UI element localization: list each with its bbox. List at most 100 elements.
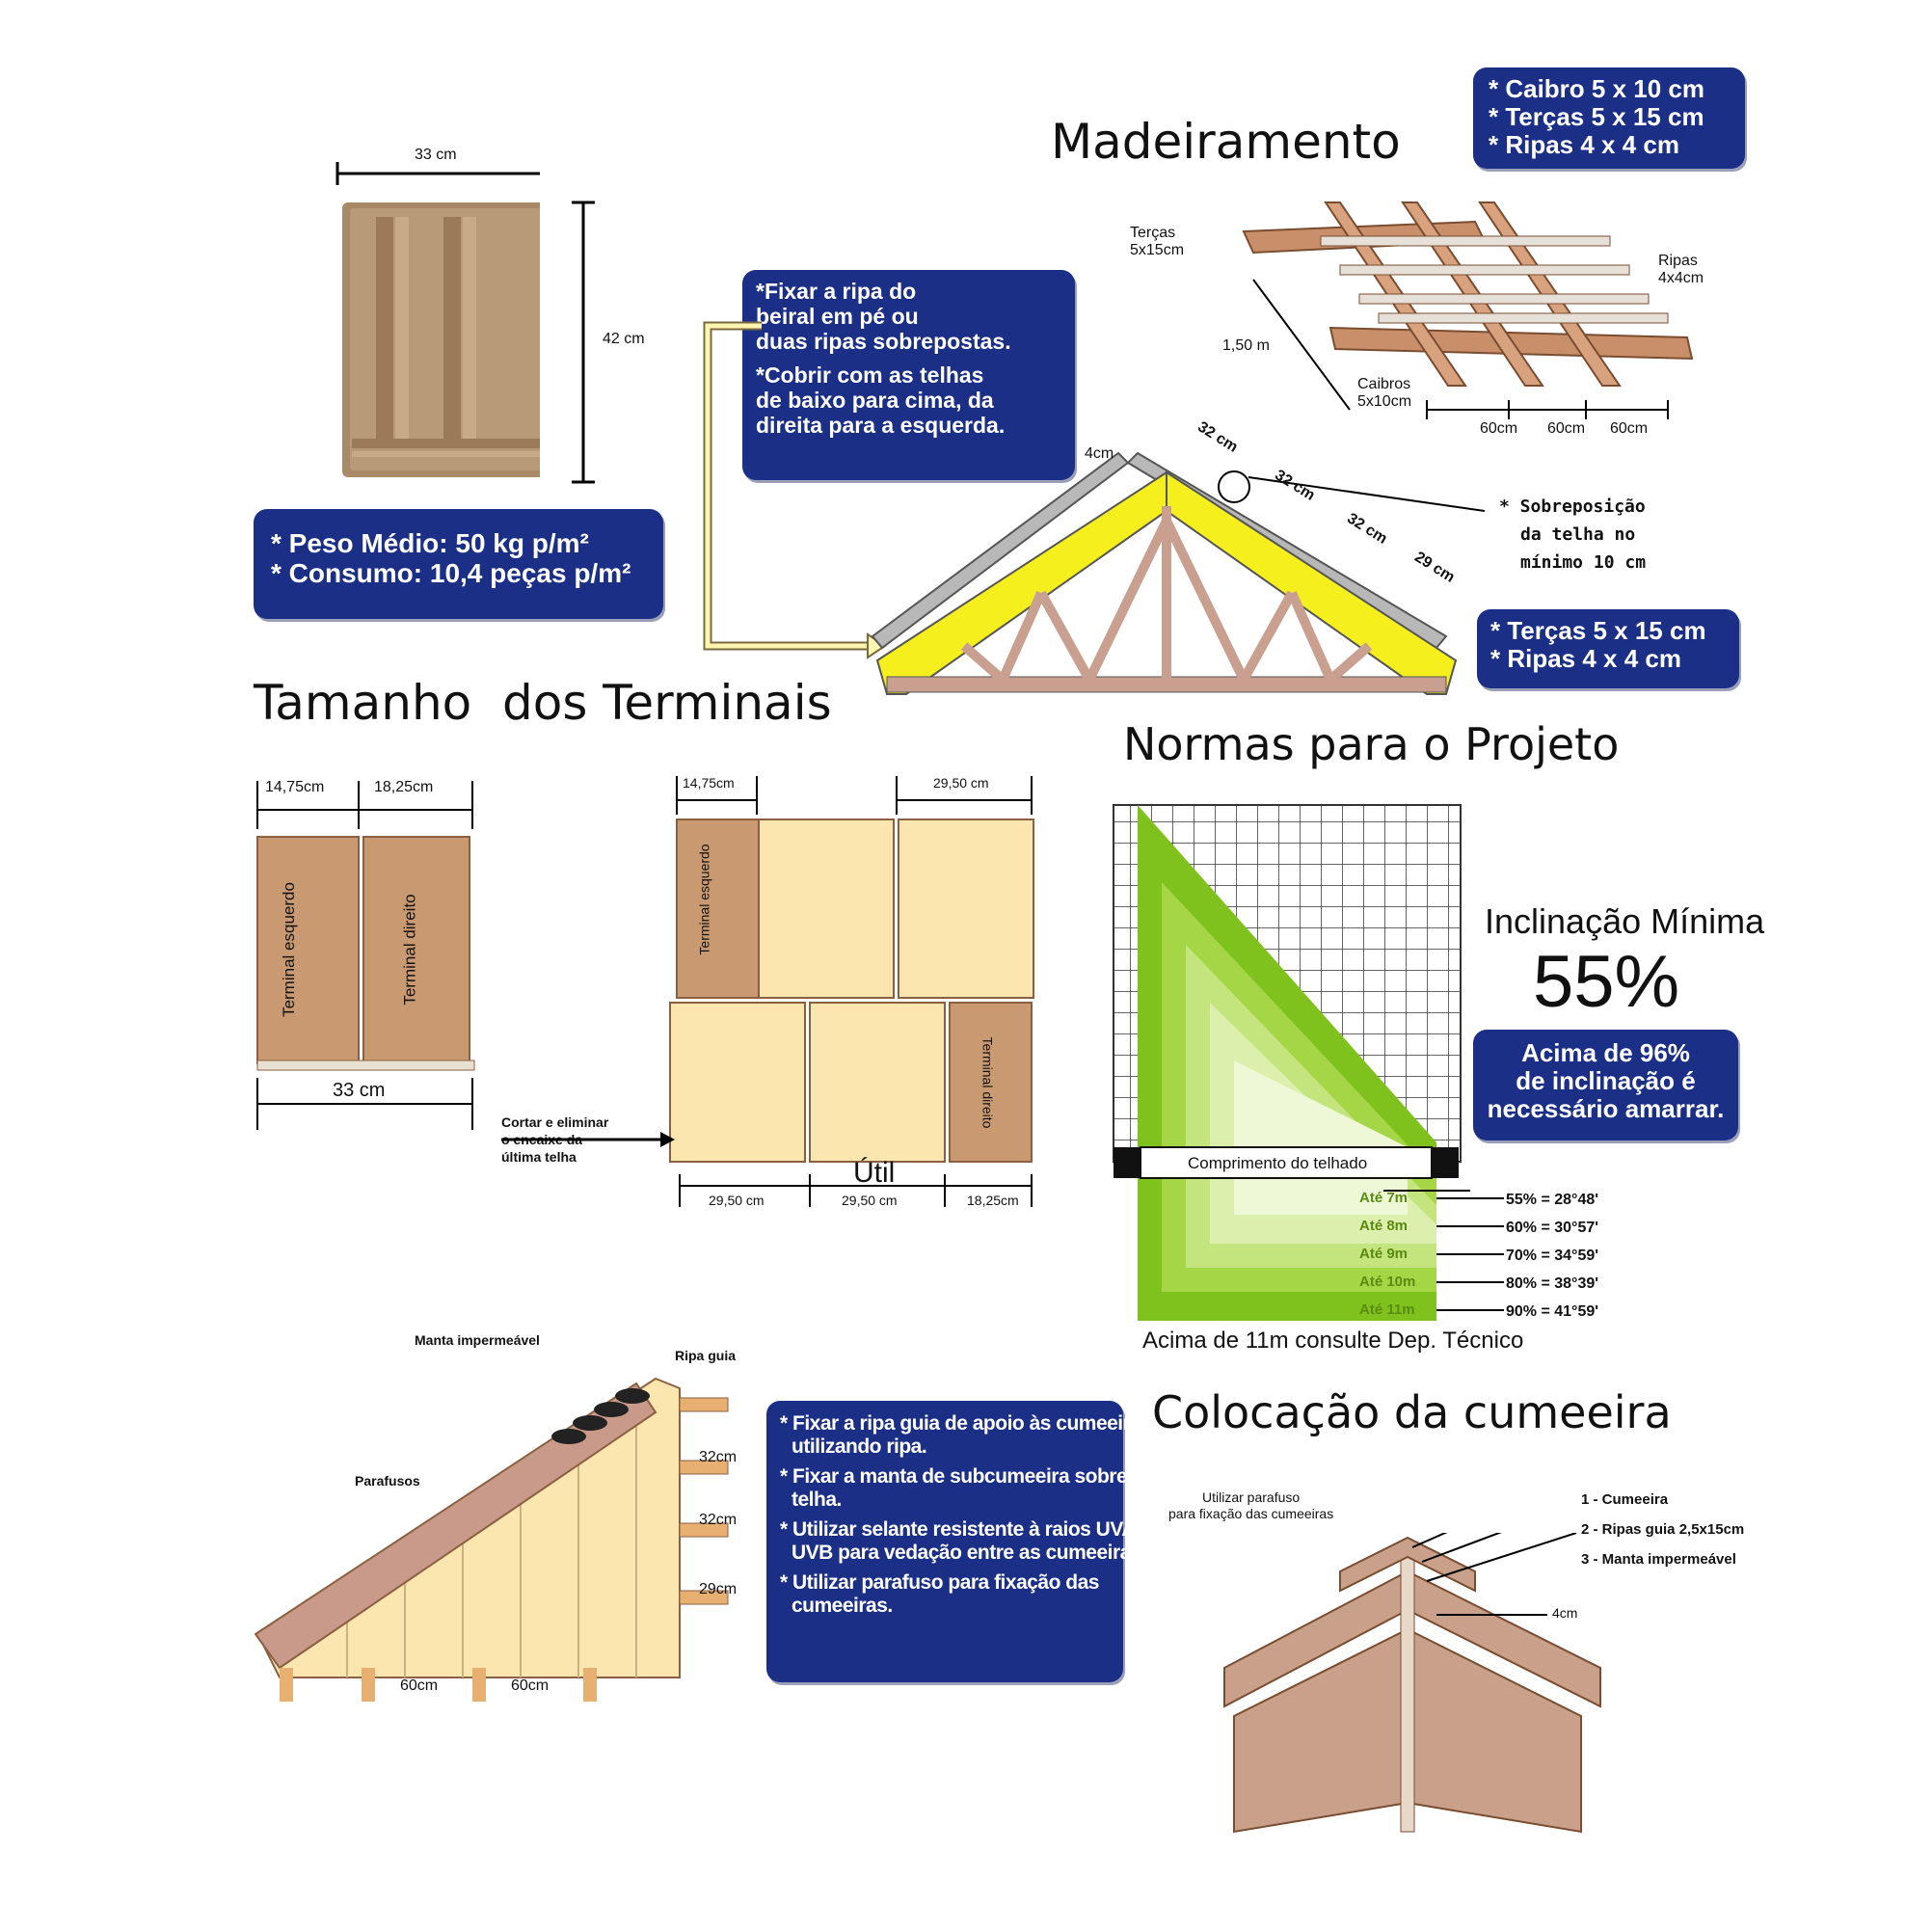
madeiramento-spec-box: * Caibro 5 x 10 cm * Terças 5 x 15 cm * … [1473,67,1745,169]
tile-specs-line: * Peso Médio: 50 kg p/m² [271,528,589,558]
ridge-screw-note: Utilizar parafuso para fixação das cumee… [1168,1489,1333,1522]
spacing-label: 60cm [1610,420,1649,437]
slope-grid-diagram [1113,804,1470,1321]
layout-dim-top-left: 14,75cm [683,775,735,791]
ridge-screw-note-line: para fixação das cumeeiras [1168,1505,1334,1521]
truss-spec-line: * Terças 5 x 15 cm [1490,616,1706,645]
madeiramento-title: Madeiramento [1051,114,1401,170]
tile-width-label: 33 cm [415,147,457,163]
cumeeira-instruction-line: utilizando ripa. [792,1435,927,1458]
timber-frame-diagram [1242,201,1694,419]
truss-top-dim: 4cm [1085,445,1114,462]
section-bottom-dim: 60cm [511,1677,550,1694]
layout-dim-bottom: 29,50 cm [709,1193,765,1208]
overlap-note-line: mínimo 10 cm [1520,551,1647,573]
caibros-label-line: Caibros [1357,376,1411,392]
slope-limit: Até 8m [1359,1218,1409,1234]
ridge-legend-item: 3 - Manta impermeável [1581,1551,1736,1568]
cumeeira-instruction-line: * Utilizar parafuso para fixação das [780,1571,1099,1595]
terminal-dim-2: 18,25cm [374,779,434,795]
terminal-label-esq: Terminal esquerdo [279,882,298,1017]
ridge-dim: 4cm [1552,1605,1578,1621]
overlap-note-line: * Sobreposição [1499,496,1646,517]
tie-note-line: necessário amarrar. [1487,1094,1725,1124]
tie-note-line: Acima de 96% [1521,1038,1690,1067]
ridge-screw-note-line: Utilizar parafuso [1202,1489,1301,1505]
truss-spec-line: * Ripas 4 x 4 cm [1490,644,1681,674]
slope-value: 90% = 41°59' [1506,1303,1599,1320]
terminal-layout-right [669,776,1034,1207]
slope-limit: Até 10m [1359,1274,1416,1290]
util-label: Útil [853,1157,896,1189]
slope-limit: Até 9m [1359,1246,1409,1262]
slope-value: 55% = 28°48' [1506,1192,1599,1208]
overlap-note: * Sobreposição da telha no mínimo 10 cm [1499,494,1646,577]
caibros-label: Caibros 5x10cm [1357,376,1411,410]
tercas-label-line: Terças [1130,225,1176,241]
slope-leader-lines [1436,1197,1504,1311]
spacing-label: 60cm [1547,420,1586,437]
instruction-line: beiral em pé ou [756,303,919,329]
caibros-label-line: 5x10cm [1357,392,1412,410]
slope-value: 60% = 30°57' [1506,1220,1599,1236]
slope-value: 70% = 34°59' [1506,1248,1599,1264]
terminal-pieces-left [256,781,475,1130]
terminal-label-dir: Terminal direito [400,894,419,1006]
slope-footer: Acima de 11m consulte Dep. Técnico [1142,1328,1524,1354]
cumeeira-instruction-line: telha. [792,1488,842,1511]
tie-note-line: de inclinação é [1516,1066,1696,1096]
ridge-legend-item: 1 - Cumeeira [1581,1491,1669,1508]
slope-value: 80% = 38°39' [1506,1275,1599,1292]
overlap-note-line: da telha no [1520,523,1636,545]
madeiramento-spec-line: * Ripas 4 x 4 cm [1489,130,1679,160]
roof-section-diagram [254,1377,729,1702]
ripas-label: Ripas 4x4cm [1658,253,1704,286]
instruction-line: de baixo para cima, da [756,388,994,413]
roof-length-label: Comprimento do telhado [1188,1154,1368,1172]
ripas-label-line: 4x4cm [1658,269,1704,286]
parafusos-label: Parafusos [355,1473,420,1489]
slope-values: 55% = 28°48' 60% = 30°57' 70% = 34°59' 8… [1506,1186,1598,1326]
tile-height-dimension [572,201,595,484]
truss-spec-box: * Terças 5 x 15 cm * Ripas 4 x 4 cm [1477,609,1739,688]
section-bottom-dim: 60cm [400,1677,439,1694]
instruction-line: *Fixar a ripa do [756,279,917,304]
layout-dim-top-right: 29,50 cm [933,775,989,791]
slope-limits: Até 7m Até 8m Até 9m Até 10m Até 11m [1359,1184,1415,1324]
terminais-title: Tamanho dos Terminais [254,675,832,731]
span-label: 1,50 m [1222,337,1270,354]
cumeeira-instruction-line: * Utilizar selante resistente à raios UV… [780,1518,1151,1542]
ripa-guia-label: Ripa guia [675,1348,737,1363]
cumeeira-instruction-line: UVB para vedação entre as cumeeiras. [792,1541,1147,1564]
cumeeira-instruction-line: * Fixar a ripa guia de apoio às cumeeira… [780,1412,1152,1435]
ridge-legend: 1 - Cumeeira 2 - Ripas guia 2,5x15cm 3 -… [1581,1485,1744,1574]
min-slope-value: 55% [1533,941,1680,1023]
normas-title: Normas para o Projeto [1123,718,1620,770]
layout-label-dir: Terminal direito [979,1036,996,1129]
madeiramento-spec-line: * Terças 5 x 15 cm [1489,102,1704,132]
spacing-label: 60cm [1480,420,1518,437]
roof-truss-diagram [871,451,1485,695]
slope-limit: Até 11m [1359,1301,1415,1318]
cut-arrow [501,1132,675,1147]
section-dim: 32cm [699,1512,738,1528]
instruction-line: direita para a esquerda. [756,412,1006,438]
instruction-line: *Cobrir com as telhas [756,362,984,389]
cumeeira-title: Colocação da cumeeira [1152,1386,1672,1438]
installation-instructions-box: *Fixar a ripa do beiral em pé ou duas ri… [742,270,1075,480]
terminal-dim-1: 14,75cm [265,779,325,795]
slope-limit: Até 7m [1359,1190,1409,1206]
cumeeira-instructions-box: * Fixar a ripa guia de apoio às cumeeira… [766,1401,1152,1682]
ridge-cap-diagram [1223,1533,1601,1834]
terminal-total-dim: 33 cm [333,1080,386,1101]
roof-tile-figure [335,162,540,477]
madeiramento-spec-line: * Caibro 5 x 10 cm [1489,74,1704,103]
tie-note-box: Acima de 96% de inclinação é necessário … [1473,1030,1738,1140]
cumeeira-instruction-line: cumeeiras. [792,1594,893,1617]
layout-label-esq: Terminal esquerdo [696,844,712,955]
ridge-legend-item: 2 - Ripas guia 2,5x15cm [1581,1521,1745,1538]
cut-note-line: Cortar e eliminar [501,1114,609,1130]
manta-label: Manta impermeável [415,1332,540,1348]
ripas-label-line: Ripas [1658,253,1698,269]
layout-dim-bottom: 18,25cm [967,1193,1019,1208]
